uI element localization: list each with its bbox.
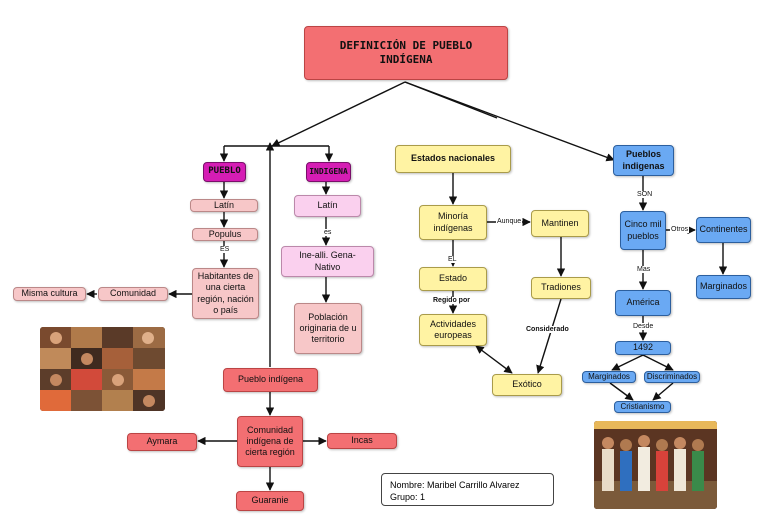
node-comunidad-indigena: Comunidad indígena de cierta región [237,416,303,467]
node-indigena-label: INDIGENA [309,167,348,176]
node-aymara: Aymara [127,433,197,451]
node-pueblo: PUEBLO [203,162,246,182]
node-mantinen-label: Mantinen [541,217,579,228]
node-marginados: Marginados [582,371,636,383]
node-exotico: Exótico [492,374,562,396]
node-continentes-label: Continentes [699,224,748,235]
node-estado: Estado [419,267,487,291]
node-marginados-box: Marginados [696,275,751,299]
author-info-box: Nombre: Maribel Carrillo Alvarez Grupo: … [381,473,554,506]
node-continentes: Continentes [696,217,751,243]
node-america: América [615,290,671,316]
node-habitantes-label: Habitantes de una cierta región, nación … [197,271,254,315]
node-pueblo-indigena: Pueblo indígena [223,368,318,392]
node-tradiones-label: Tradiones [541,282,581,293]
node-cristianismo-label: Cristianismo [620,402,665,411]
node-populus: Populus [192,228,258,241]
link-label-aunque: Aunque [496,218,523,225]
node-exotico-label: Exótico [512,379,542,390]
node-cristianismo: Cristianismo [614,401,671,413]
main-title: DEFINICIÓN DE PUEBLO INDÍGENA [304,26,508,80]
node-discriminados: Discriminados [644,371,700,383]
node-marginados-box-label: Marginados [699,281,748,292]
indigenous-faces-collage-image [40,327,165,411]
link-label-mas: Mas [636,266,652,273]
node-guaranie-label: Guaranie [251,495,289,506]
node-marginados-label: Marginados [588,372,630,381]
link-label-regido-por: Regido por [432,297,471,304]
node-latin-left-label: Latín [213,199,235,210]
link-label-considerado: Considerado [525,326,570,333]
node-1492-label: 1492 [632,342,654,353]
node-populus-label: Populus [208,228,242,239]
node-estado-label: Estado [438,273,468,284]
main-title-text: DEFINICIÓN DE PUEBLO INDÍGENA [339,39,473,66]
indigenous-group-photo-image [594,421,717,509]
link-label-desde: Desde [632,323,655,330]
node-latin-mid: Latín [294,195,361,217]
node-actividades: Actividades europeas [419,314,487,346]
node-pueblo-indigena-label: Pueblo indígena [237,374,304,385]
node-estados-nacionales-label: Estados nacionales [410,153,496,164]
node-poblacion-label: Población originaria de u territorio [299,311,357,345]
node-mantinen: Mantinen [531,210,589,237]
node-misma-cultura: Misma cultura [13,287,86,301]
node-1492: 1492 [615,341,671,355]
node-incas: Incas [327,433,397,449]
link-label-es-2: es [323,229,333,236]
author-name: Nombre: Maribel Carrillo Alvarez [390,480,520,490]
node-comunidad: Comunidad [98,287,168,301]
node-poblacion: Población originaria de u territorio [294,303,362,354]
node-comunidad-label: Comunidad [109,288,157,299]
link-label-otros: Otros [670,226,690,233]
node-actividades-label: Actividades europeas [429,318,477,340]
node-pueblo-label: PUEBLO [208,166,241,177]
node-ine-alli: Ine-alli. Gena-Nativo [281,246,374,277]
node-minoria-label: Minoría indígenas [433,211,473,233]
node-tradiones: Tradiones [531,277,591,299]
node-america-label: América [626,297,660,308]
node-aymara-label: Aymara [146,436,178,447]
link-label-son: SON [636,191,654,198]
node-guaranie: Guaranie [236,491,304,511]
node-cinco-mil: Cinco mil pueblos [620,211,666,250]
node-indigena: INDIGENA [306,162,351,182]
node-pueblos-indigenas-label: Pueblos indigenas [622,149,665,171]
link-label-el: EL [447,256,458,263]
node-ine-alli-label: Ine-alli. Gena-Nativo [299,250,356,272]
node-comunidad-indigena-label: Comunidad indígena de cierta región [245,424,295,458]
node-latin-mid-label: Latín [317,200,338,211]
node-incas-label: Incas [351,435,373,446]
node-habitantes: Habitantes de una cierta región, nación … [192,268,259,319]
link-label-es-1: ES [219,246,231,253]
author-group: Grupo: 1 [390,492,426,503]
node-cinco-mil-label: Cinco mil pueblos [624,219,662,241]
node-latin-left: Latín [190,199,258,212]
node-estados-nacionales: Estados nacionales [395,145,511,173]
node-discriminados-label: Discriminados [646,372,698,381]
node-pueblos-indigenas: Pueblos indigenas [613,145,674,176]
node-misma-cultura-label: Misma cultura [21,288,78,299]
node-minoria: Minoría indígenas [419,205,487,240]
